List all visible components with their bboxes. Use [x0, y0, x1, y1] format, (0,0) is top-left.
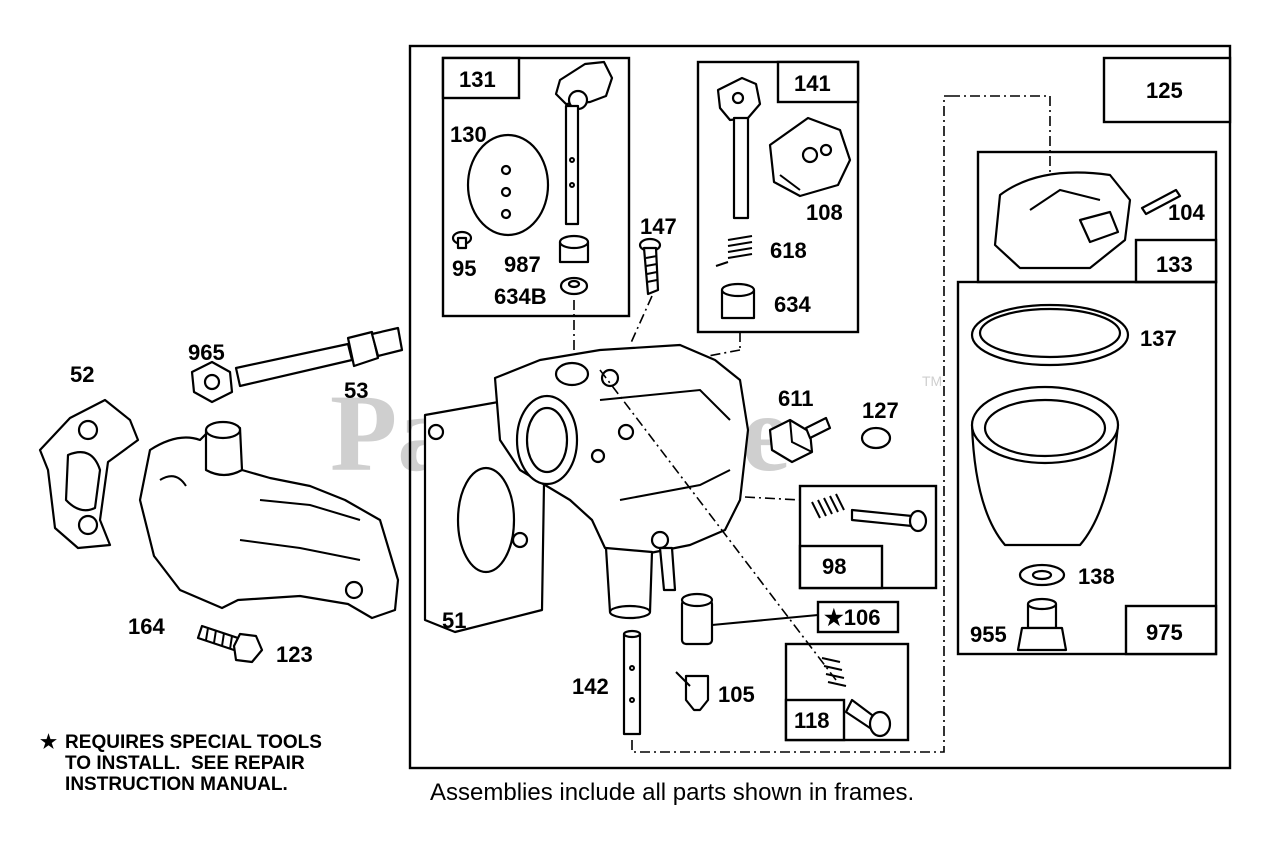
- spring-618: [715, 235, 753, 267]
- screw-147: [638, 237, 662, 296]
- label-53: 53: [344, 378, 368, 403]
- label-52: 52: [70, 362, 94, 387]
- label-131: 131: [459, 67, 496, 92]
- carburetor-body: [493, 343, 750, 620]
- assembly-tag-975: [1124, 604, 1218, 656]
- leader-line-106: [711, 614, 819, 626]
- label-142: 142: [572, 674, 609, 699]
- throttle-shaft-131: [554, 60, 614, 226]
- label-618: 618: [770, 238, 807, 263]
- screw-95: [451, 230, 473, 250]
- float-needle-105: [675, 671, 710, 712]
- label-975: 975: [1146, 620, 1183, 645]
- label-141: 141: [794, 71, 831, 96]
- assembly-tag-141: [776, 60, 860, 104]
- assembly-tag-98: [798, 544, 884, 590]
- bowl-nut-955: [1016, 597, 1068, 652]
- label-611: 611: [778, 386, 814, 411]
- emulsion-tube-142: [622, 629, 642, 736]
- gasket-137: [970, 303, 1130, 367]
- elbow-fitting-611: [768, 416, 832, 464]
- leader-line-125: [631, 95, 950, 753]
- label-133: 133: [1156, 252, 1193, 277]
- seal-634b: [559, 276, 589, 296]
- leader-line-98: [744, 496, 801, 501]
- label-634: 634: [774, 292, 811, 317]
- star-icon: ★: [40, 732, 58, 753]
- assemblies-caption: Assemblies include all parts shown in fr…: [430, 779, 915, 806]
- assembly-frame-975: [956, 280, 1218, 656]
- choke-plate-108: [768, 116, 852, 198]
- washer-138: [1018, 563, 1066, 587]
- throttle-plate-130: [466, 133, 550, 237]
- seal-127: [860, 426, 892, 450]
- label-137: 137: [1140, 326, 1177, 351]
- label-634b: 634B: [494, 284, 547, 309]
- float-bowl: [970, 385, 1120, 547]
- assembly-frame-131: [441, 56, 631, 318]
- screw-123: [196, 624, 264, 664]
- label-95: 95: [452, 256, 476, 281]
- label-164: 164: [128, 614, 165, 639]
- leader-line-118: [599, 369, 837, 681]
- seal-634: [720, 282, 756, 320]
- spring-and-screw-118: [821, 657, 892, 738]
- leader-line-125b: [950, 95, 1051, 200]
- leader-line-147: [629, 295, 653, 346]
- float-pin-104: [1140, 188, 1182, 216]
- label-106: ★106: [824, 605, 880, 630]
- label-105: 105: [718, 682, 755, 707]
- label-965: 965: [188, 340, 225, 365]
- intake-elbow-164: [138, 420, 400, 620]
- label-147: 147: [640, 214, 677, 239]
- choke-shaft-141: [716, 76, 762, 220]
- special-tools-note-text: REQUIRES SPECIAL TOOLS TO INSTALL. SEE R…: [65, 732, 322, 795]
- float-133: [993, 171, 1132, 270]
- label-104: 104: [1168, 200, 1205, 225]
- nut-965: [190, 360, 234, 404]
- main-assembly-frame: [408, 44, 1232, 770]
- special-tools-note: ★ REQUIRES SPECIAL TOOLS TO INSTALL. SEE …: [40, 732, 400, 795]
- needle-seat-106: [680, 592, 714, 646]
- idle-mixture-screw-98: [811, 493, 928, 533]
- label-108: 108: [806, 200, 843, 225]
- assembly-tag-125: [1102, 56, 1232, 124]
- seal-987: [558, 234, 590, 264]
- label-98: 98: [822, 554, 846, 579]
- fitting-53: [234, 326, 404, 388]
- label-955: 955: [970, 622, 1007, 647]
- label-51: 51: [442, 608, 466, 633]
- assembly-frame-118: [784, 642, 910, 742]
- label-127: 127: [862, 398, 899, 423]
- label-125: 125: [1146, 78, 1183, 103]
- watermark-trademark: TM: [922, 373, 942, 389]
- label-987: 987: [504, 252, 541, 277]
- assembly-tag-131: [441, 56, 521, 100]
- label-138: 138: [1078, 564, 1115, 589]
- gasket-52: [38, 398, 140, 550]
- label-123: 123: [276, 642, 313, 667]
- label-130: 130: [450, 122, 487, 147]
- assembly-tag-106: [816, 600, 900, 634]
- label-118: 118: [794, 708, 830, 733]
- assembly-tag-118: [784, 698, 846, 742]
